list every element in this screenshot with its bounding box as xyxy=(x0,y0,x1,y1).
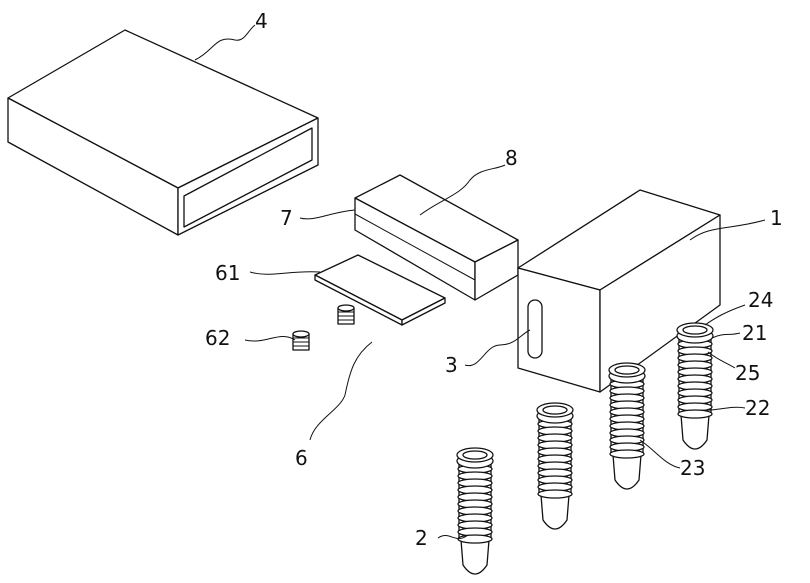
tube xyxy=(677,323,713,449)
tube xyxy=(457,448,493,574)
label-24: 24 xyxy=(748,288,773,312)
label-23: 23 xyxy=(680,456,705,480)
label-3: 3 xyxy=(445,353,458,377)
spring-icon xyxy=(338,305,354,324)
housing-cover-part xyxy=(8,30,318,235)
label-25: 25 xyxy=(735,361,760,385)
label-61: 61 xyxy=(215,261,240,285)
spring-icon xyxy=(293,331,309,350)
label-62: 62 xyxy=(205,326,230,350)
tube xyxy=(609,363,645,489)
label-4: 4 xyxy=(255,9,268,33)
label-7: 7 xyxy=(280,206,293,230)
label-6: 6 xyxy=(295,446,308,470)
label-1: 1 xyxy=(770,206,783,230)
label-21: 21 xyxy=(742,321,767,345)
tube xyxy=(537,403,573,529)
label-8: 8 xyxy=(505,146,518,170)
label-22: 22 xyxy=(745,396,770,420)
springs xyxy=(293,305,354,350)
slot xyxy=(528,300,542,358)
label-2: 2 xyxy=(415,526,428,550)
